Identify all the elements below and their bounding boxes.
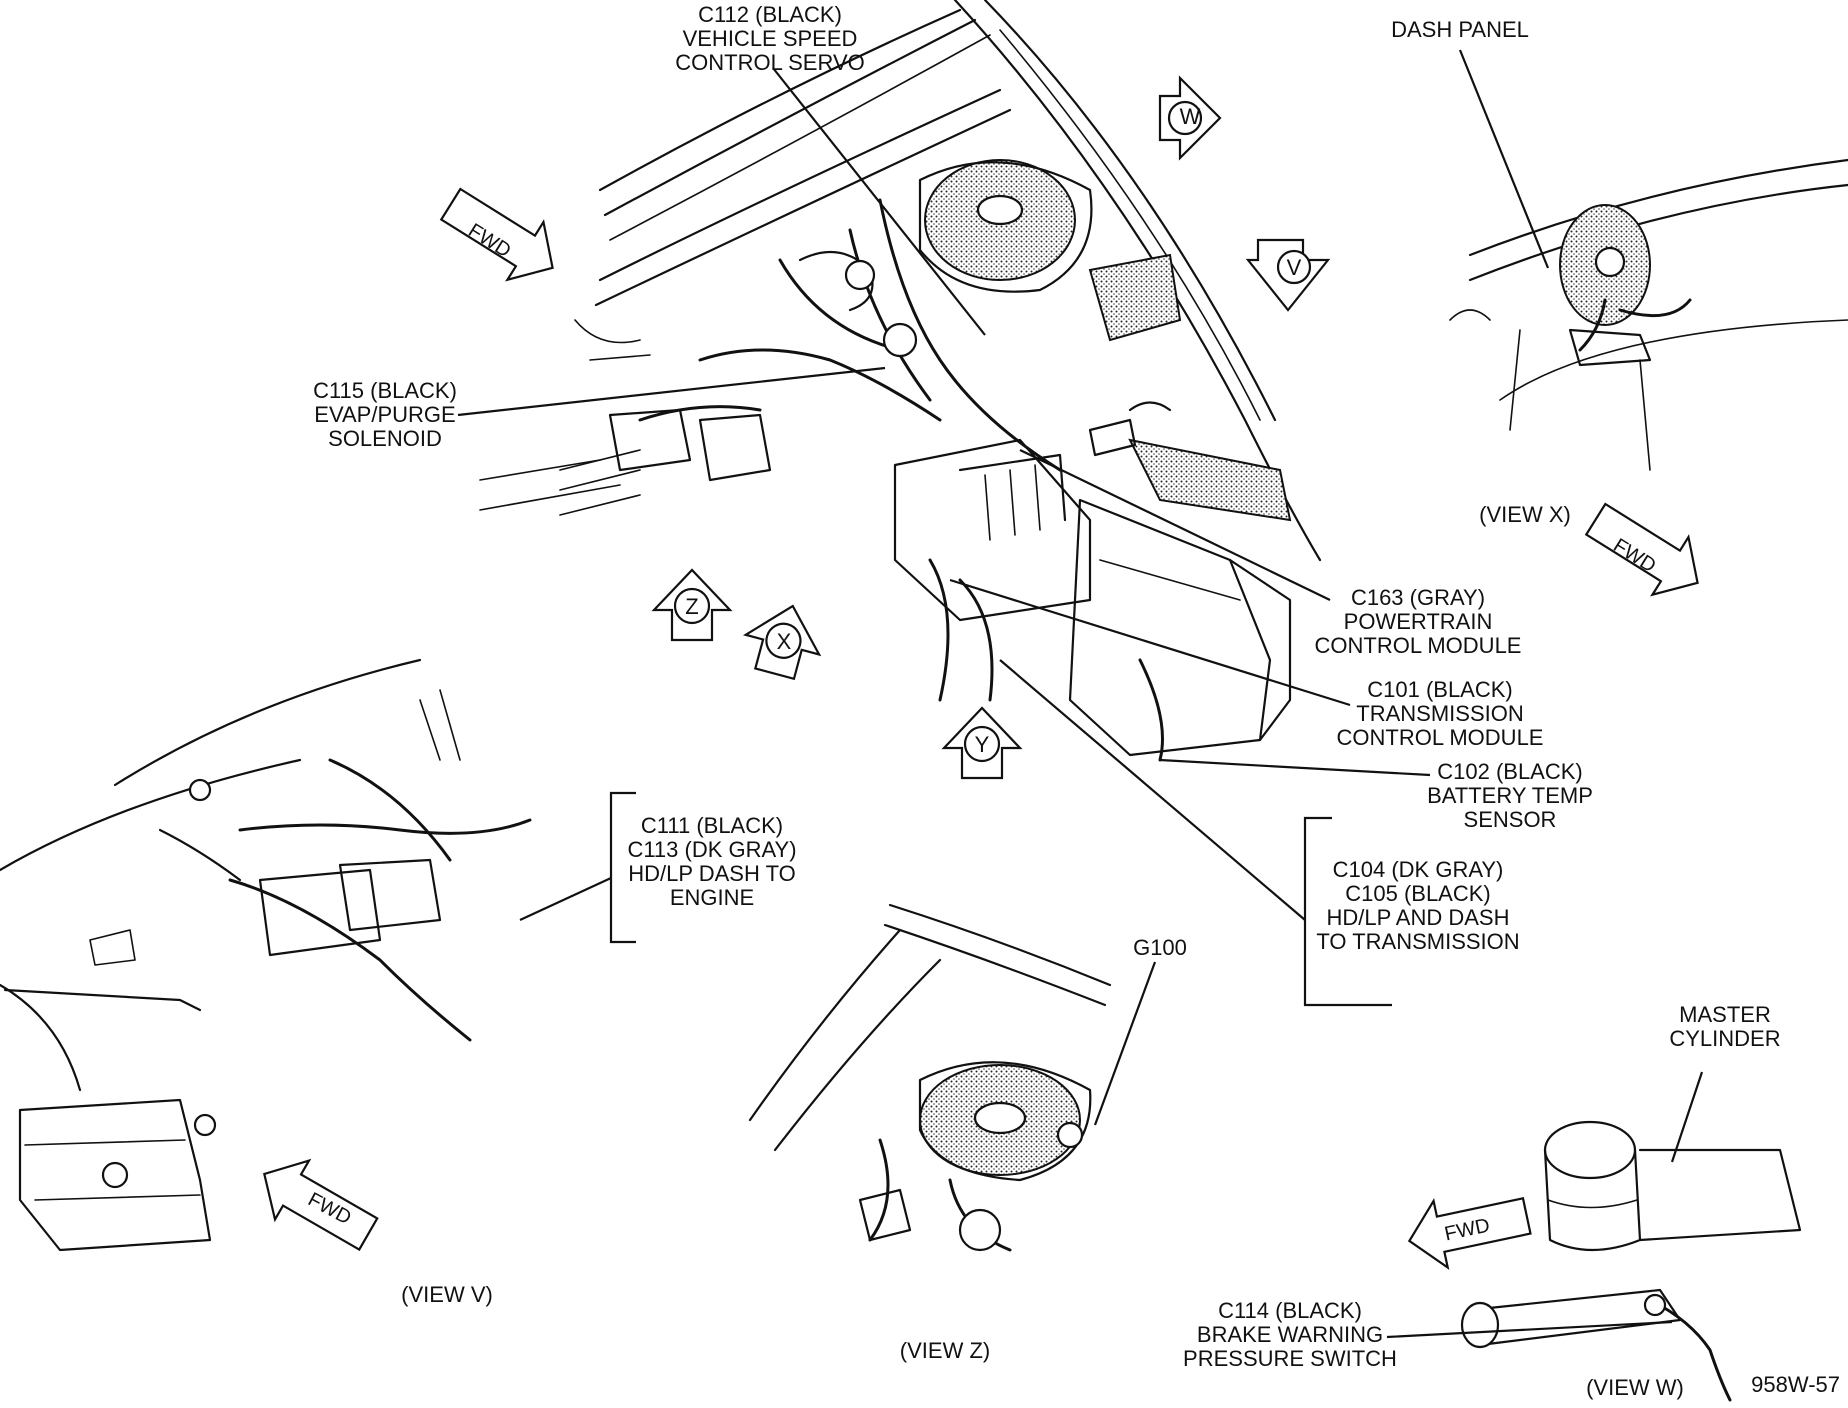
view-z-illustration (748, 903, 1112, 1252)
label-c114-line-1: C114 (BLACK) (1218, 1298, 1362, 1323)
label-c112-line-2: VEHICLE SPEED (683, 26, 858, 51)
label-c111-c113-line-1: C111 (BLACK) (641, 813, 783, 838)
label-c112-line-3: CONTROL SERVO (675, 50, 864, 75)
fwd-arrow-view-v (262, 1158, 379, 1252)
label-c112: C112 (BLACK) VEHICLE SPEED CONTROL SERVO (675, 2, 864, 75)
label-c163-line-1: C163 (GRAY) (1351, 585, 1485, 610)
label-dash-panel-line-1: DASH PANEL (1391, 17, 1529, 42)
fwd-arrow-view-x (1584, 502, 1699, 597)
view-marker-v-letter: V (1287, 255, 1302, 280)
leader-c163 (1019, 449, 1331, 601)
label-c114-line-2: BRAKE WARNING (1197, 1322, 1383, 1347)
view-marker-v (1245, 238, 1331, 312)
view-w-illustration (1460, 1120, 1802, 1402)
label-c115: C115 (BLACK) EVAP/PURGE SOLENOID (313, 378, 457, 451)
leader-g100 (1093, 961, 1157, 1126)
label-c115-line-3: SOLENOID (328, 426, 442, 451)
label-c163-line-2: POWERTRAIN (1344, 609, 1493, 634)
label-brackets (609, 791, 1392, 1007)
view-marker-z-letter: Z (685, 594, 698, 619)
leader-c112 (772, 67, 986, 336)
figure-id: 958W-57 (1751, 1372, 1840, 1397)
leader-c104-c105 (999, 659, 1306, 921)
label-c115-line-1: C115 (BLACK) (313, 378, 457, 403)
leader-lines (457, 49, 1704, 1339)
label-c101-line-1: C101 (BLACK) (1367, 677, 1513, 702)
leader-master-cylinder (1670, 1071, 1704, 1163)
label-c104-c105-line-4: TO TRANSMISSION (1316, 929, 1519, 954)
label-c102-line-2: BATTERY TEMP (1427, 783, 1593, 808)
label-c111-c113: C111 (BLACK) C113 (DK GRAY) HD/LP DASH T… (627, 813, 796, 910)
bracket-c111-c113 (609, 791, 636, 944)
label-master-cylinder-line-2: CYLINDER (1669, 1026, 1780, 1051)
label-c115-line-2: EVAP/PURGE (314, 402, 455, 427)
view-x-illustration (1449, 158, 1848, 471)
view-marker-w (1158, 75, 1222, 161)
label-dash-panel: DASH PANEL (1391, 17, 1529, 42)
label-c163: C163 (GRAY) POWERTRAIN CONTROL MODULE (1315, 585, 1522, 658)
leader-c111-c113 (519, 877, 612, 921)
fwd-arrow-view-w (1407, 1197, 1532, 1270)
view-v-illustration (0, 658, 532, 1252)
leader-c114 (1386, 1320, 1673, 1339)
label-c101: C101 (BLACK) TRANSMISSION CONTROL MODULE (1337, 677, 1544, 750)
view-z-caption: (VIEW Z) (900, 1338, 990, 1363)
label-c111-c113-line-3: HD/LP DASH TO (628, 861, 796, 886)
main-engine-compartment-illustration (479, 0, 1322, 762)
label-master-cylinder: MASTER CYLINDER (1669, 1002, 1780, 1051)
fwd-arrow-main (439, 187, 554, 282)
label-c104-c105-line-3: HD/LP AND DASH (1327, 905, 1510, 930)
label-c102-line-3: SENSOR (1464, 807, 1557, 832)
bracket-c104-c105 (1303, 816, 1392, 1007)
label-c114: C114 (BLACK) BRAKE WARNING PRESSURE SWIT… (1183, 1298, 1397, 1371)
view-w-caption: (VIEW W) (1586, 1375, 1684, 1400)
label-c163-line-3: CONTROL MODULE (1315, 633, 1522, 658)
leader-c102 (1159, 758, 1431, 777)
view-marker-w-letter: W (1180, 104, 1201, 129)
view-marker-y-letter: Y (975, 732, 990, 757)
label-g100-line-1: G100 (1133, 935, 1187, 960)
label-c102: C102 (BLACK) BATTERY TEMP SENSOR (1427, 759, 1593, 832)
view-marker-x-letter: X (777, 629, 792, 654)
view-v-caption: (VIEW V) (401, 1282, 493, 1307)
label-c112-line-1: C112 (BLACK) (698, 2, 842, 27)
label-master-cylinder-line-1: MASTER (1679, 1002, 1771, 1027)
label-g100: G100 (1133, 935, 1187, 960)
label-c111-c113-line-2: C113 (DK GRAY) (627, 837, 796, 862)
label-c104-c105-line-2: C105 (BLACK) (1345, 881, 1491, 906)
label-c101-line-3: CONTROL MODULE (1337, 725, 1544, 750)
view-marker-x (742, 604, 822, 681)
label-c102-line-1: C102 (BLACK) (1437, 759, 1583, 784)
label-c104-c105-line-1: C104 (DK GRAY) (1333, 857, 1504, 882)
leader-dash-panel (1458, 49, 1550, 269)
view-x-caption: (VIEW X) (1479, 502, 1571, 527)
label-c104-c105: C104 (DK GRAY) C105 (BLACK) HD/LP AND DA… (1316, 857, 1519, 954)
label-c111-c113-line-4: ENGINE (670, 885, 754, 910)
label-c114-line-3: PRESSURE SWITCH (1183, 1346, 1397, 1371)
leader-c115 (457, 366, 886, 417)
leader-c101 (949, 578, 1351, 707)
label-c101-line-2: TRANSMISSION (1356, 701, 1523, 726)
view-marker-y (941, 706, 1023, 780)
view-marker-z (651, 568, 733, 642)
